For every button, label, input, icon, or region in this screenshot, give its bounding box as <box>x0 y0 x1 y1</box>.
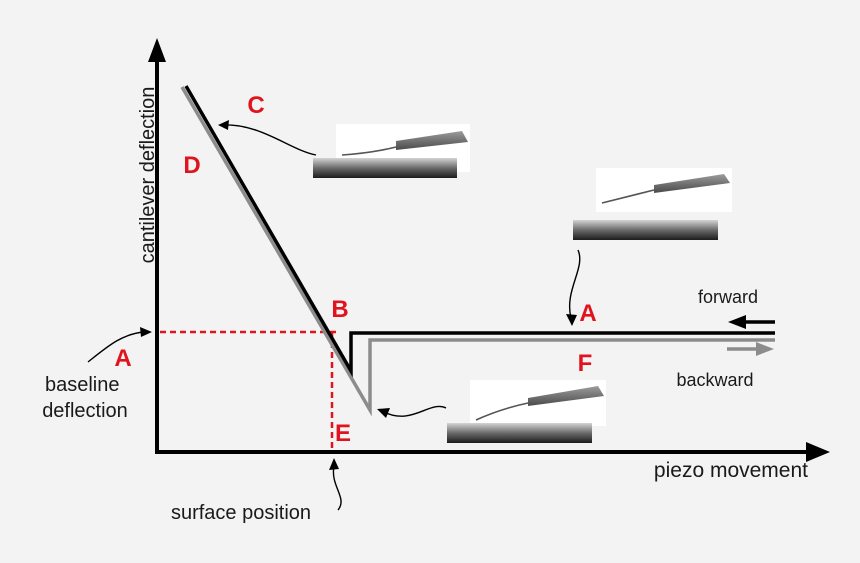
cantilever-free-illustration <box>573 168 732 240</box>
point-label-d: D <box>183 152 200 179</box>
backward-arrow <box>727 342 774 356</box>
forward-curve <box>184 85 775 378</box>
baseline-label: baseline deflection <box>42 374 128 422</box>
backward-label: backward <box>676 370 753 390</box>
cantilever-adhesion-illustration <box>447 380 606 443</box>
x-axis <box>155 442 830 462</box>
point-label-b: B <box>331 296 348 323</box>
point-label-c: C <box>247 92 264 119</box>
x-axis-label: piezo movement <box>654 459 808 482</box>
pointer-arrow-c <box>218 120 317 156</box>
point-label-f: F <box>578 350 593 377</box>
backward-curve <box>180 86 775 417</box>
y-axis <box>148 38 166 452</box>
point-label-a-left: A <box>114 345 131 372</box>
pointer-arrow-a-right <box>566 249 581 326</box>
forward-arrow <box>728 315 775 329</box>
point-label-e: E <box>335 420 351 447</box>
pointer-arrow-baseline <box>87 327 152 363</box>
surface-position-label: surface position <box>171 502 311 524</box>
point-label-a-right: A <box>579 300 596 327</box>
pointer-arrow-adhesion <box>377 405 447 418</box>
y-axis-label: cantilever deflection <box>137 87 159 264</box>
cantilever-bent-illustration <box>313 124 470 178</box>
pointer-arrow-surface <box>329 458 342 511</box>
forward-label: forward <box>698 287 758 307</box>
